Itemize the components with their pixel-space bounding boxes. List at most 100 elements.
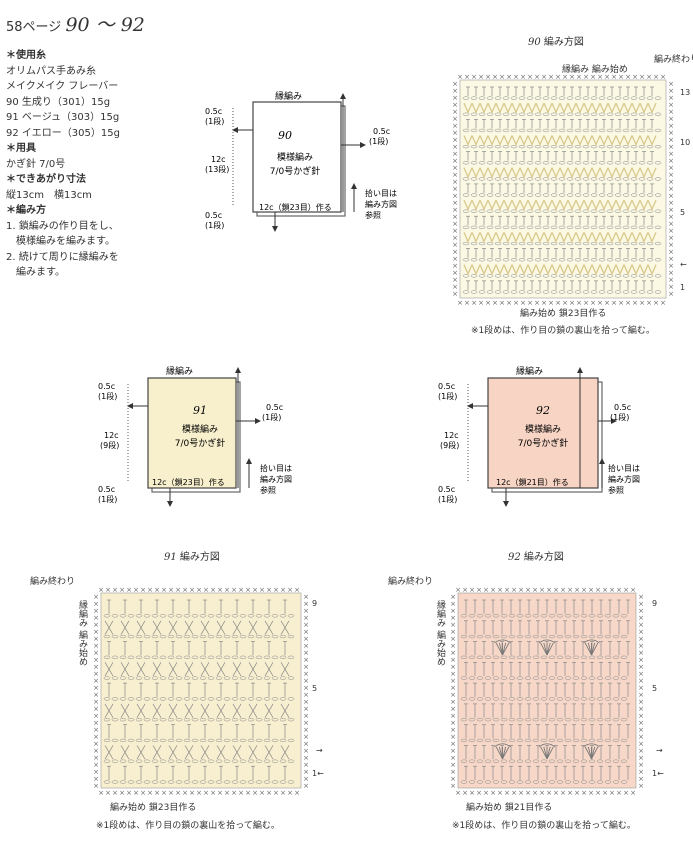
edge-stitch-mark: × bbox=[532, 586, 538, 594]
pickup-note-3: 参照 bbox=[260, 485, 276, 495]
chain-stitch bbox=[572, 634, 580, 639]
materials-line: 90 生成り（301）15g bbox=[6, 96, 111, 108]
edge-stitch-mark: × bbox=[93, 705, 99, 713]
edge-stitch-mark: × bbox=[93, 614, 99, 622]
edge-stitch-mark: × bbox=[119, 586, 125, 594]
edge-stitch-mark: × bbox=[660, 299, 666, 307]
chain-stitch bbox=[548, 614, 556, 618]
chain-stitch bbox=[103, 697, 111, 701]
v-stitch bbox=[631, 135, 641, 147]
v-stitch bbox=[623, 102, 633, 114]
chain-stitch bbox=[191, 676, 199, 680]
edge-stitch-mark: × bbox=[541, 299, 547, 307]
chain-stitch bbox=[606, 96, 614, 100]
edge-stitch-mark: × bbox=[455, 789, 461, 797]
chain-stitch bbox=[263, 655, 271, 659]
shell-stitch bbox=[546, 746, 551, 759]
chain-stitch bbox=[630, 161, 638, 165]
shell-arc bbox=[538, 743, 556, 748]
edge-stitch-mark: × bbox=[462, 586, 468, 594]
v-stitch bbox=[583, 167, 593, 179]
v-stitch bbox=[527, 167, 537, 179]
edge-stitch-mark: × bbox=[504, 789, 510, 797]
chain-stitch bbox=[620, 738, 628, 743]
chain-stitch bbox=[606, 128, 614, 133]
chain-stitch bbox=[231, 655, 239, 659]
chain-stitch bbox=[468, 738, 476, 743]
edge-stitch-mark: × bbox=[638, 698, 644, 706]
edge-stitch-mark: × bbox=[259, 586, 265, 594]
chain-stitch bbox=[167, 697, 175, 701]
cross-stitch bbox=[280, 662, 290, 677]
edge-stitch-mark: × bbox=[452, 199, 458, 207]
chain-stitch bbox=[508, 738, 516, 743]
pattern-label: 模様編み bbox=[277, 151, 313, 163]
edge-stitch-mark: × bbox=[452, 290, 458, 298]
chain-stitch bbox=[151, 697, 159, 701]
edge-stitch-mark: × bbox=[273, 789, 279, 797]
chain-stitch bbox=[604, 676, 612, 680]
edge-stitch-mark: × bbox=[93, 663, 99, 671]
chain-stitch bbox=[606, 144, 614, 149]
chain-stitch bbox=[580, 759, 588, 763]
chain-stitch bbox=[510, 161, 518, 165]
chain-stitch bbox=[510, 128, 518, 133]
chain-stitch bbox=[590, 128, 598, 133]
chain-stitch bbox=[566, 112, 574, 116]
chain-stitch bbox=[271, 676, 279, 680]
chain-stitch bbox=[588, 738, 596, 743]
edge-stitch-mark: × bbox=[450, 621, 456, 629]
chain-stitch bbox=[247, 676, 255, 680]
edge-stitch-mark: × bbox=[668, 185, 674, 193]
edge-end-label: 編み終わり bbox=[30, 577, 76, 587]
v-stitch bbox=[519, 199, 529, 211]
chain-stitch bbox=[215, 655, 223, 659]
edge-stitch-mark: × bbox=[668, 283, 674, 291]
chain-stitch bbox=[239, 634, 247, 639]
chain-stitch bbox=[191, 718, 199, 722]
v-stitch bbox=[551, 167, 561, 179]
v-stitch bbox=[503, 199, 513, 211]
v-stitch bbox=[503, 135, 513, 147]
schematic-91: 91 模様編み 7/0号かぎ針 縁編み 0.5c (1段) 12c (9段) 0… bbox=[98, 365, 292, 507]
chain-stitch bbox=[486, 96, 494, 100]
chain-stitch bbox=[614, 258, 622, 262]
chain-stitch bbox=[462, 193, 470, 197]
v-stitch bbox=[479, 199, 489, 211]
v-stitch bbox=[463, 232, 473, 244]
chain-stitch bbox=[135, 676, 143, 680]
chain-stitch bbox=[119, 634, 127, 639]
v-stitch bbox=[599, 135, 609, 147]
chain-stitch bbox=[572, 718, 580, 722]
edge-stitch-mark: × bbox=[452, 80, 458, 88]
v-stitch bbox=[583, 135, 593, 147]
chain-stitch bbox=[620, 780, 628, 784]
chain-stitch bbox=[247, 759, 255, 763]
pickup-note-1: 拾い目は bbox=[260, 463, 292, 473]
chain-stitch bbox=[508, 697, 516, 701]
chain-stitch bbox=[151, 614, 159, 618]
row-label: → bbox=[316, 746, 323, 755]
chain-stitch bbox=[654, 290, 662, 294]
chart-begin-label: 編み始め 鎖23目作る bbox=[520, 309, 607, 319]
edge-stitch-mark: × bbox=[452, 227, 458, 235]
edge-stitch-mark: × bbox=[450, 740, 456, 748]
chain-stitch bbox=[532, 655, 540, 659]
chain-stitch bbox=[486, 177, 494, 181]
chain-stitch bbox=[279, 697, 287, 701]
edge-stitch-mark: × bbox=[462, 789, 468, 797]
chain-stitch bbox=[470, 177, 478, 181]
chain-stitch bbox=[598, 193, 606, 197]
chain-stitch bbox=[630, 258, 638, 262]
chart-begin-label: 編み始め 鎖21目作る bbox=[466, 803, 553, 813]
edge-stitch-mark: × bbox=[638, 649, 644, 657]
chain-stitch bbox=[460, 759, 468, 763]
chain-stitch bbox=[263, 780, 271, 784]
v-stitch bbox=[583, 102, 593, 114]
chain-stitch bbox=[263, 697, 271, 701]
chain-stitch bbox=[494, 209, 502, 213]
shell-stitch bbox=[591, 746, 596, 759]
chart-number: 90 bbox=[528, 37, 541, 48]
chain-stitch bbox=[103, 614, 111, 618]
v-stitch bbox=[615, 135, 625, 147]
